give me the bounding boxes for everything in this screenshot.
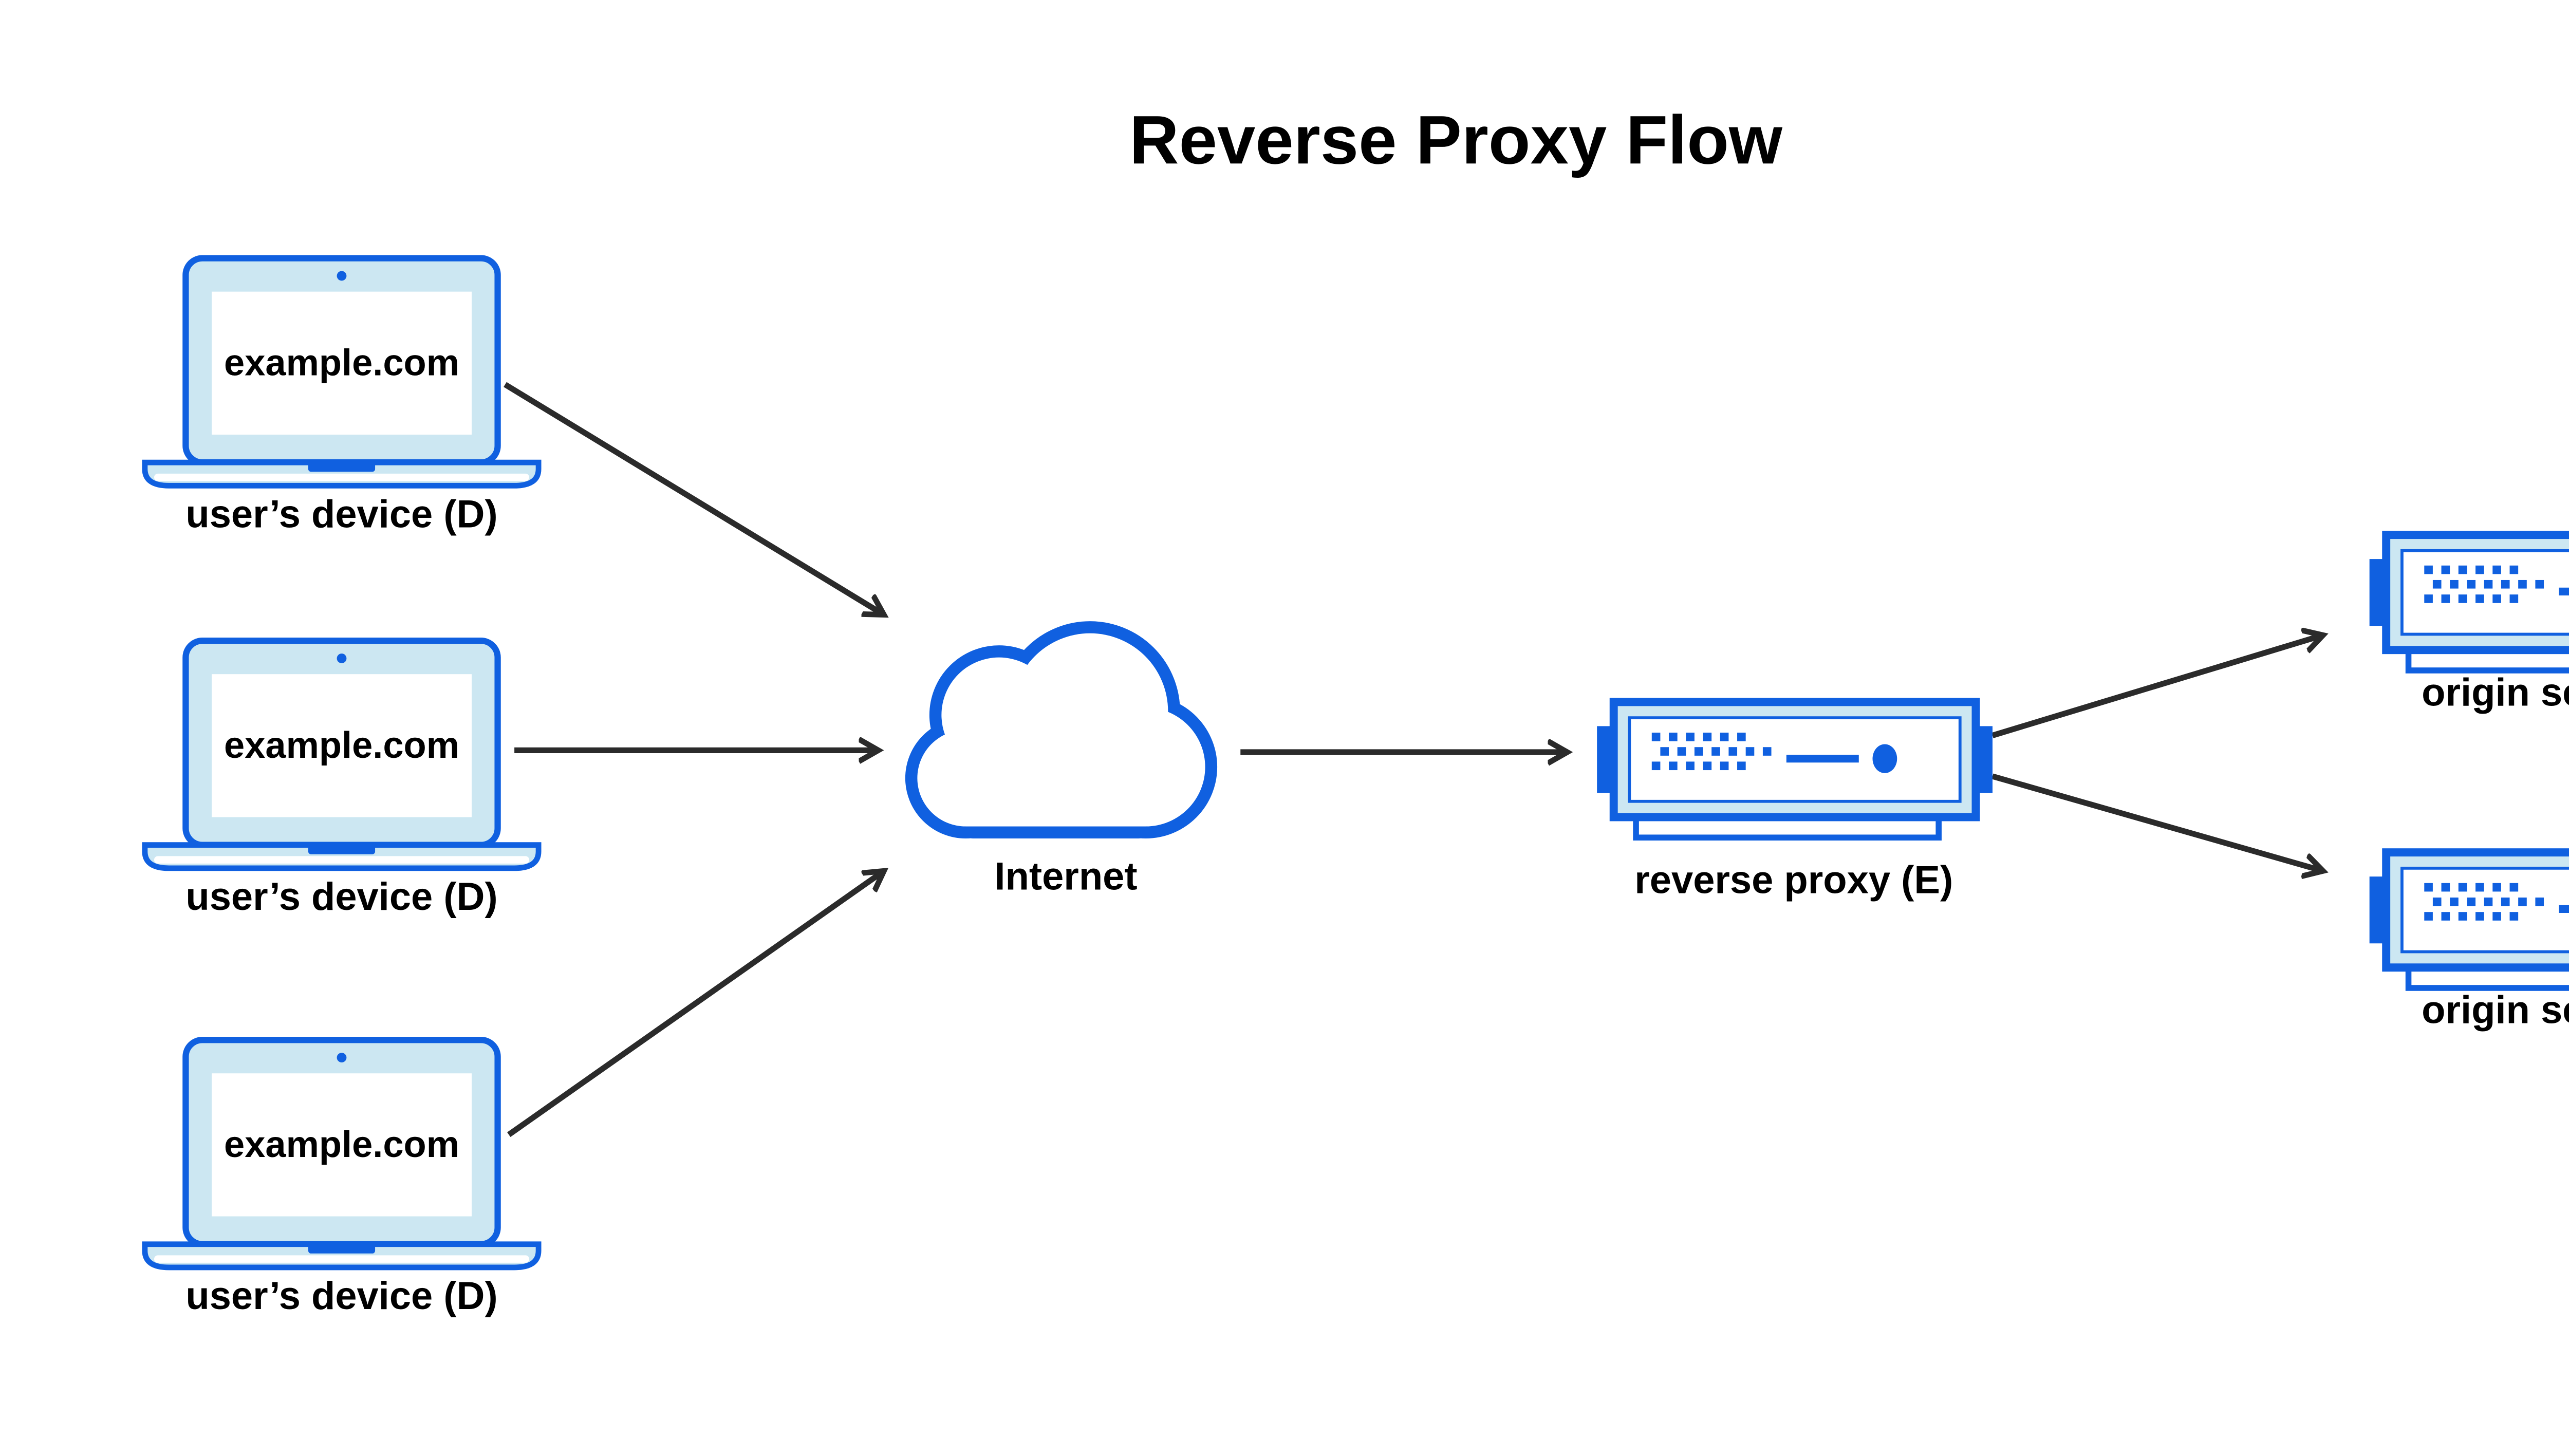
internet-label: Internet <box>994 854 1137 898</box>
internet-node: Internet <box>905 621 1218 898</box>
page-title: Reverse Proxy Flow <box>1129 102 1783 178</box>
cloud-icon <box>905 621 1218 839</box>
origin-server-label: origin server (F) <box>2422 671 2569 715</box>
device-label: user’s device (D) <box>185 875 497 919</box>
arrow-proxy-to-origin2 <box>1991 773 2323 871</box>
device-label: user’s device (D) <box>185 493 497 536</box>
flow-arrows <box>504 382 2323 1137</box>
origin-server-1: origin server (F) <box>2370 535 2569 715</box>
origin-server-label: origin server (F) <box>2422 988 2569 1032</box>
arrow-proxy-to-origin1 <box>1991 635 2323 738</box>
arrow-device1-to-internet <box>504 382 884 614</box>
arrow-device3-to-internet <box>507 871 884 1137</box>
origin-server-2: origin server (F) <box>2370 852 2569 1032</box>
reverse-proxy-node: reverse proxy (E) <box>1597 702 1993 902</box>
origin-server-icon <box>2370 852 2569 988</box>
user-device-2: example.com user’s device (D) <box>145 641 538 919</box>
device-screen-text: example.com <box>224 1124 459 1165</box>
reverse-proxy-label: reverse proxy (E) <box>1634 858 1953 902</box>
reverse-proxy-server-icon <box>1597 702 1993 837</box>
user-device-1: example.com user’s device (D) <box>145 258 538 536</box>
device-label: user’s device (D) <box>185 1274 497 1318</box>
user-device-3: example.com user’s device (D) <box>145 1040 538 1318</box>
device-screen-text: example.com <box>224 725 459 766</box>
origin-server-icon <box>2370 535 2569 670</box>
device-screen-text: example.com <box>224 342 459 383</box>
